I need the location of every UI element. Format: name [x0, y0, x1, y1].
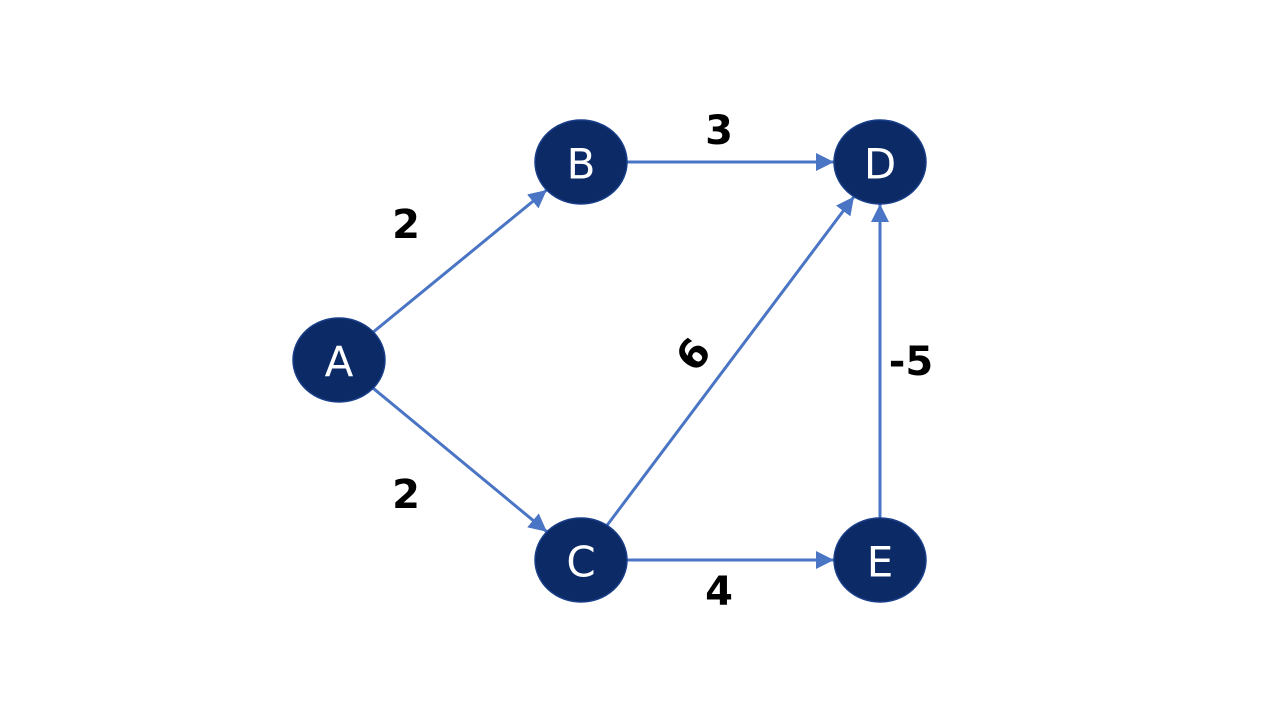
node-c: C [534, 517, 628, 603]
node-circle-d [833, 119, 927, 205]
node-circle-b [534, 119, 628, 205]
weight-labels-layer: 2 2 3 6 4 -5 [392, 108, 933, 615]
edge-weight-b-d: 3 [705, 108, 733, 154]
node-e: E [833, 517, 927, 603]
node-label-a: A [325, 338, 354, 387]
node-d: D [833, 119, 927, 205]
node-label-b: B [567, 140, 596, 189]
node-label-c: C [566, 538, 595, 587]
edge-weight-a-b: 2 [392, 202, 420, 248]
node-circle-c [534, 517, 628, 603]
edge-c-d [605, 195, 856, 527]
node-a: A [292, 317, 386, 403]
edges-layer [372, 153, 889, 569]
node-b: B [534, 119, 628, 205]
node-label-e: E [867, 538, 894, 587]
nodes-layer: A B C D E [292, 119, 927, 603]
edge-weight-a-c: 2 [392, 472, 420, 518]
edge-weight-c-d: 6 [667, 330, 720, 380]
node-circle-a [292, 317, 386, 403]
edge-weight-e-d: -5 [889, 339, 933, 385]
node-label-d: D [864, 140, 896, 189]
edge-a-b [372, 188, 548, 334]
edge-weight-c-e: 4 [705, 569, 733, 615]
edge-a-c [372, 387, 548, 533]
node-circle-e [833, 517, 927, 603]
